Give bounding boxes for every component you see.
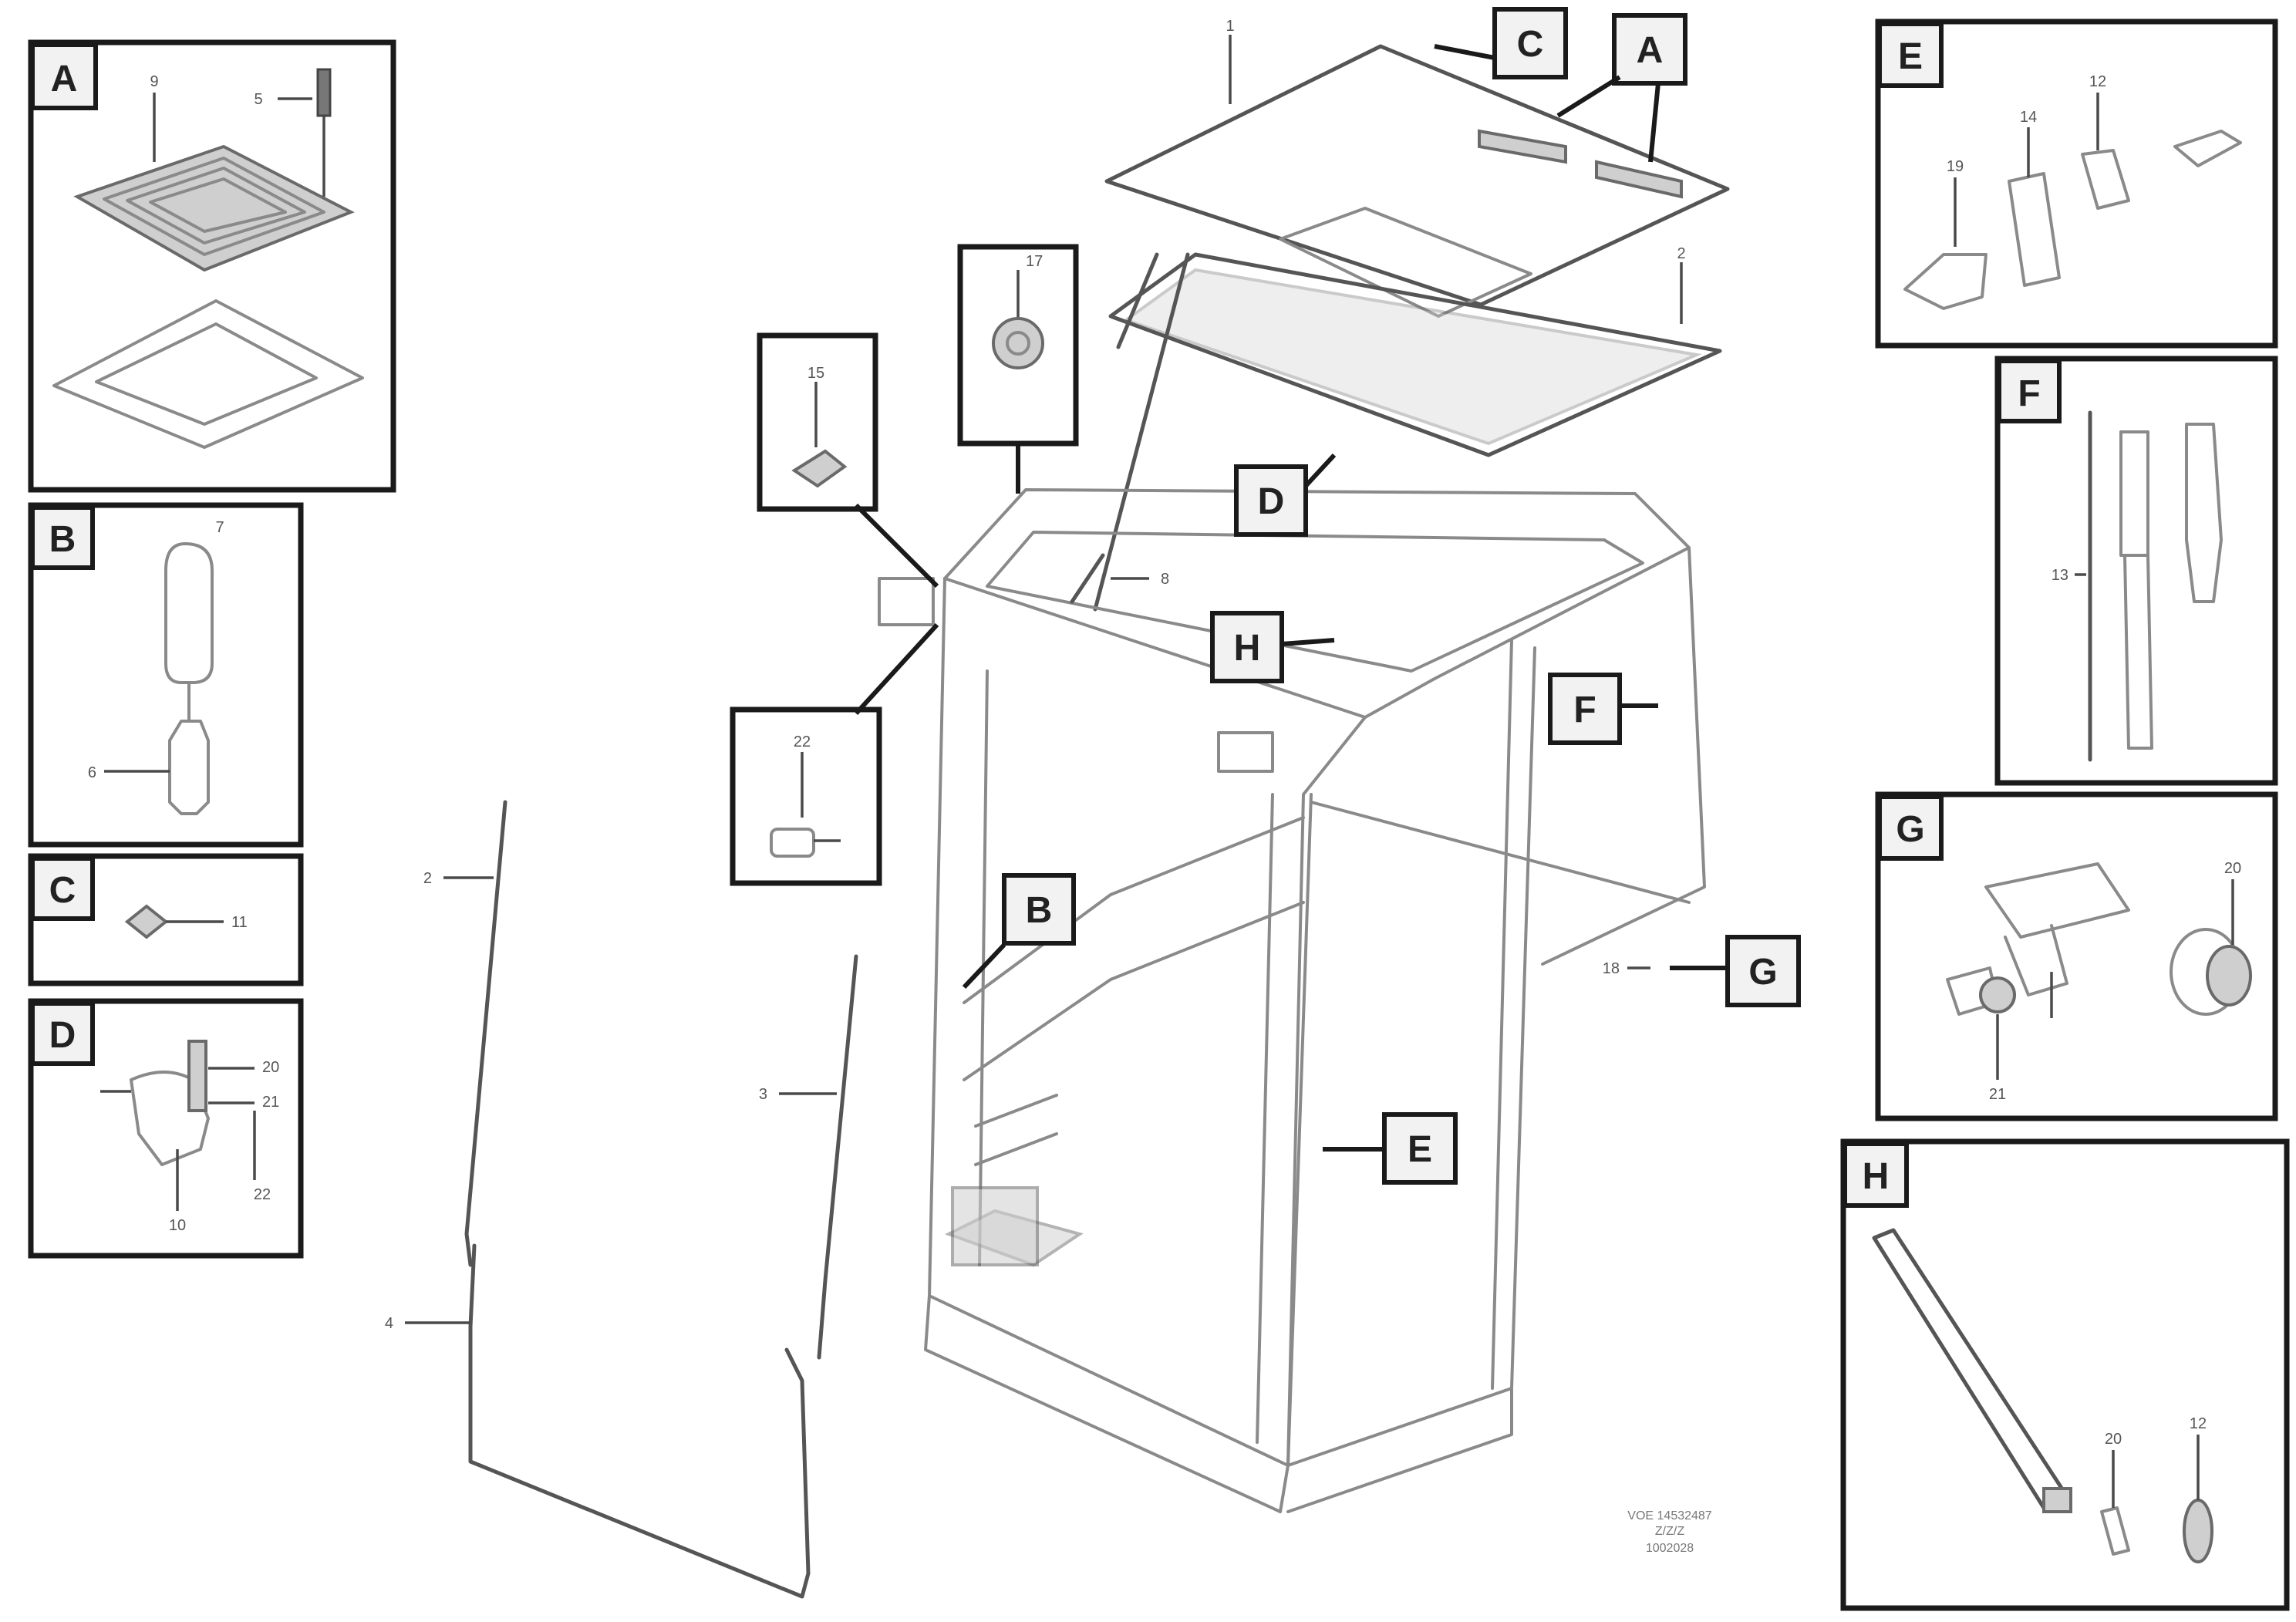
part-number: 22	[794, 733, 811, 750]
detail-b-label: B	[49, 519, 76, 560]
cab-frame: 8 1 2 18	[878, 18, 1730, 1513]
sealing-strips: 2 4 3	[385, 800, 858, 1599]
part-number: 15	[807, 365, 824, 382]
detail-d-label: D	[49, 1015, 76, 1056]
part-number: 6	[88, 764, 96, 781]
part-number: 2	[1677, 245, 1685, 262]
part-number: 8	[1161, 571, 1169, 588]
svg-text:H: H	[1234, 628, 1261, 669]
part-number: 18	[1603, 960, 1620, 977]
detail-g-panel: G 20 21	[1875, 791, 2278, 1121]
part-number: 1	[1226, 18, 1234, 35]
part-number: 20	[262, 1059, 279, 1076]
part-number: 19	[1947, 158, 1964, 175]
svg-text:1002028: 1002028	[1646, 1542, 1694, 1555]
main-callout-h: H	[1210, 611, 1335, 683]
detail-a-panel: A 9 5	[28, 39, 396, 493]
detail-g-label: G	[1896, 809, 1924, 850]
callout-17: 17	[957, 244, 1079, 494]
part-number: 20	[2224, 860, 2241, 877]
part-number: 14	[2020, 109, 2037, 126]
part-number: 21	[1989, 1086, 2006, 1103]
svg-text:E: E	[1408, 1129, 1432, 1170]
main-callout-b: B	[962, 873, 1076, 990]
main-callout-g: G	[1670, 935, 1801, 1007]
part-number: 5	[254, 91, 262, 108]
detail-a-label: A	[51, 59, 78, 99]
detail-h-panel: H 20 12	[1840, 1138, 2290, 1611]
part-number: 21	[262, 1094, 279, 1111]
part-number: 11	[231, 914, 248, 931]
part-number: 2	[423, 870, 432, 887]
part-number: 20	[2105, 1431, 2122, 1448]
detail-d-panel: D 20 21 22 10	[28, 998, 304, 1259]
part-number: 12	[2089, 73, 2106, 90]
svg-text:A: A	[1637, 30, 1664, 71]
part-number: 13	[2052, 567, 2068, 584]
detail-c-label: C	[49, 870, 76, 911]
detail-h-label: H	[1863, 1156, 1890, 1197]
svg-text:Z/Z/Z: Z/Z/Z	[1655, 1525, 1684, 1538]
callout-15: 15	[757, 332, 939, 588]
svg-text:VOE 14532487: VOE 14532487	[1627, 1509, 1712, 1523]
part-number: 22	[254, 1186, 271, 1203]
detail-c-panel: C 11	[28, 853, 304, 986]
detail-e-label: E	[1898, 36, 1923, 77]
drawing-stamp: VOE 14532487 Z/Z/Z 1002028	[1627, 1509, 1712, 1555]
callout-22: 22	[730, 622, 939, 886]
detail-b-panel: B 6 7	[28, 502, 304, 848]
svg-text:D: D	[1258, 481, 1285, 522]
part-number: 17	[1026, 253, 1043, 270]
part-number: 3	[759, 1086, 767, 1103]
part-number: 4	[385, 1315, 393, 1332]
svg-text:F: F	[1573, 690, 1596, 730]
part-number: 7	[215, 519, 224, 536]
part-number: 10	[169, 1217, 186, 1234]
main-callout-d: D	[1234, 453, 1337, 537]
detail-f-label: F	[2018, 373, 2040, 414]
main-callout-a: A	[1556, 13, 1687, 163]
part-number: 9	[150, 73, 158, 90]
main-callout-e: E	[1323, 1112, 1458, 1185]
detail-e-panel: E 19 14 12	[1875, 19, 2278, 349]
main-callout-c: C	[1434, 7, 1568, 79]
main-callout-f: F	[1548, 673, 1658, 745]
detail-f-panel: F 13	[1994, 356, 2278, 786]
svg-text:G: G	[1748, 952, 1777, 993]
svg-text:C: C	[1517, 24, 1544, 65]
svg-text:B: B	[1026, 890, 1053, 931]
part-number: 12	[2190, 1415, 2207, 1432]
